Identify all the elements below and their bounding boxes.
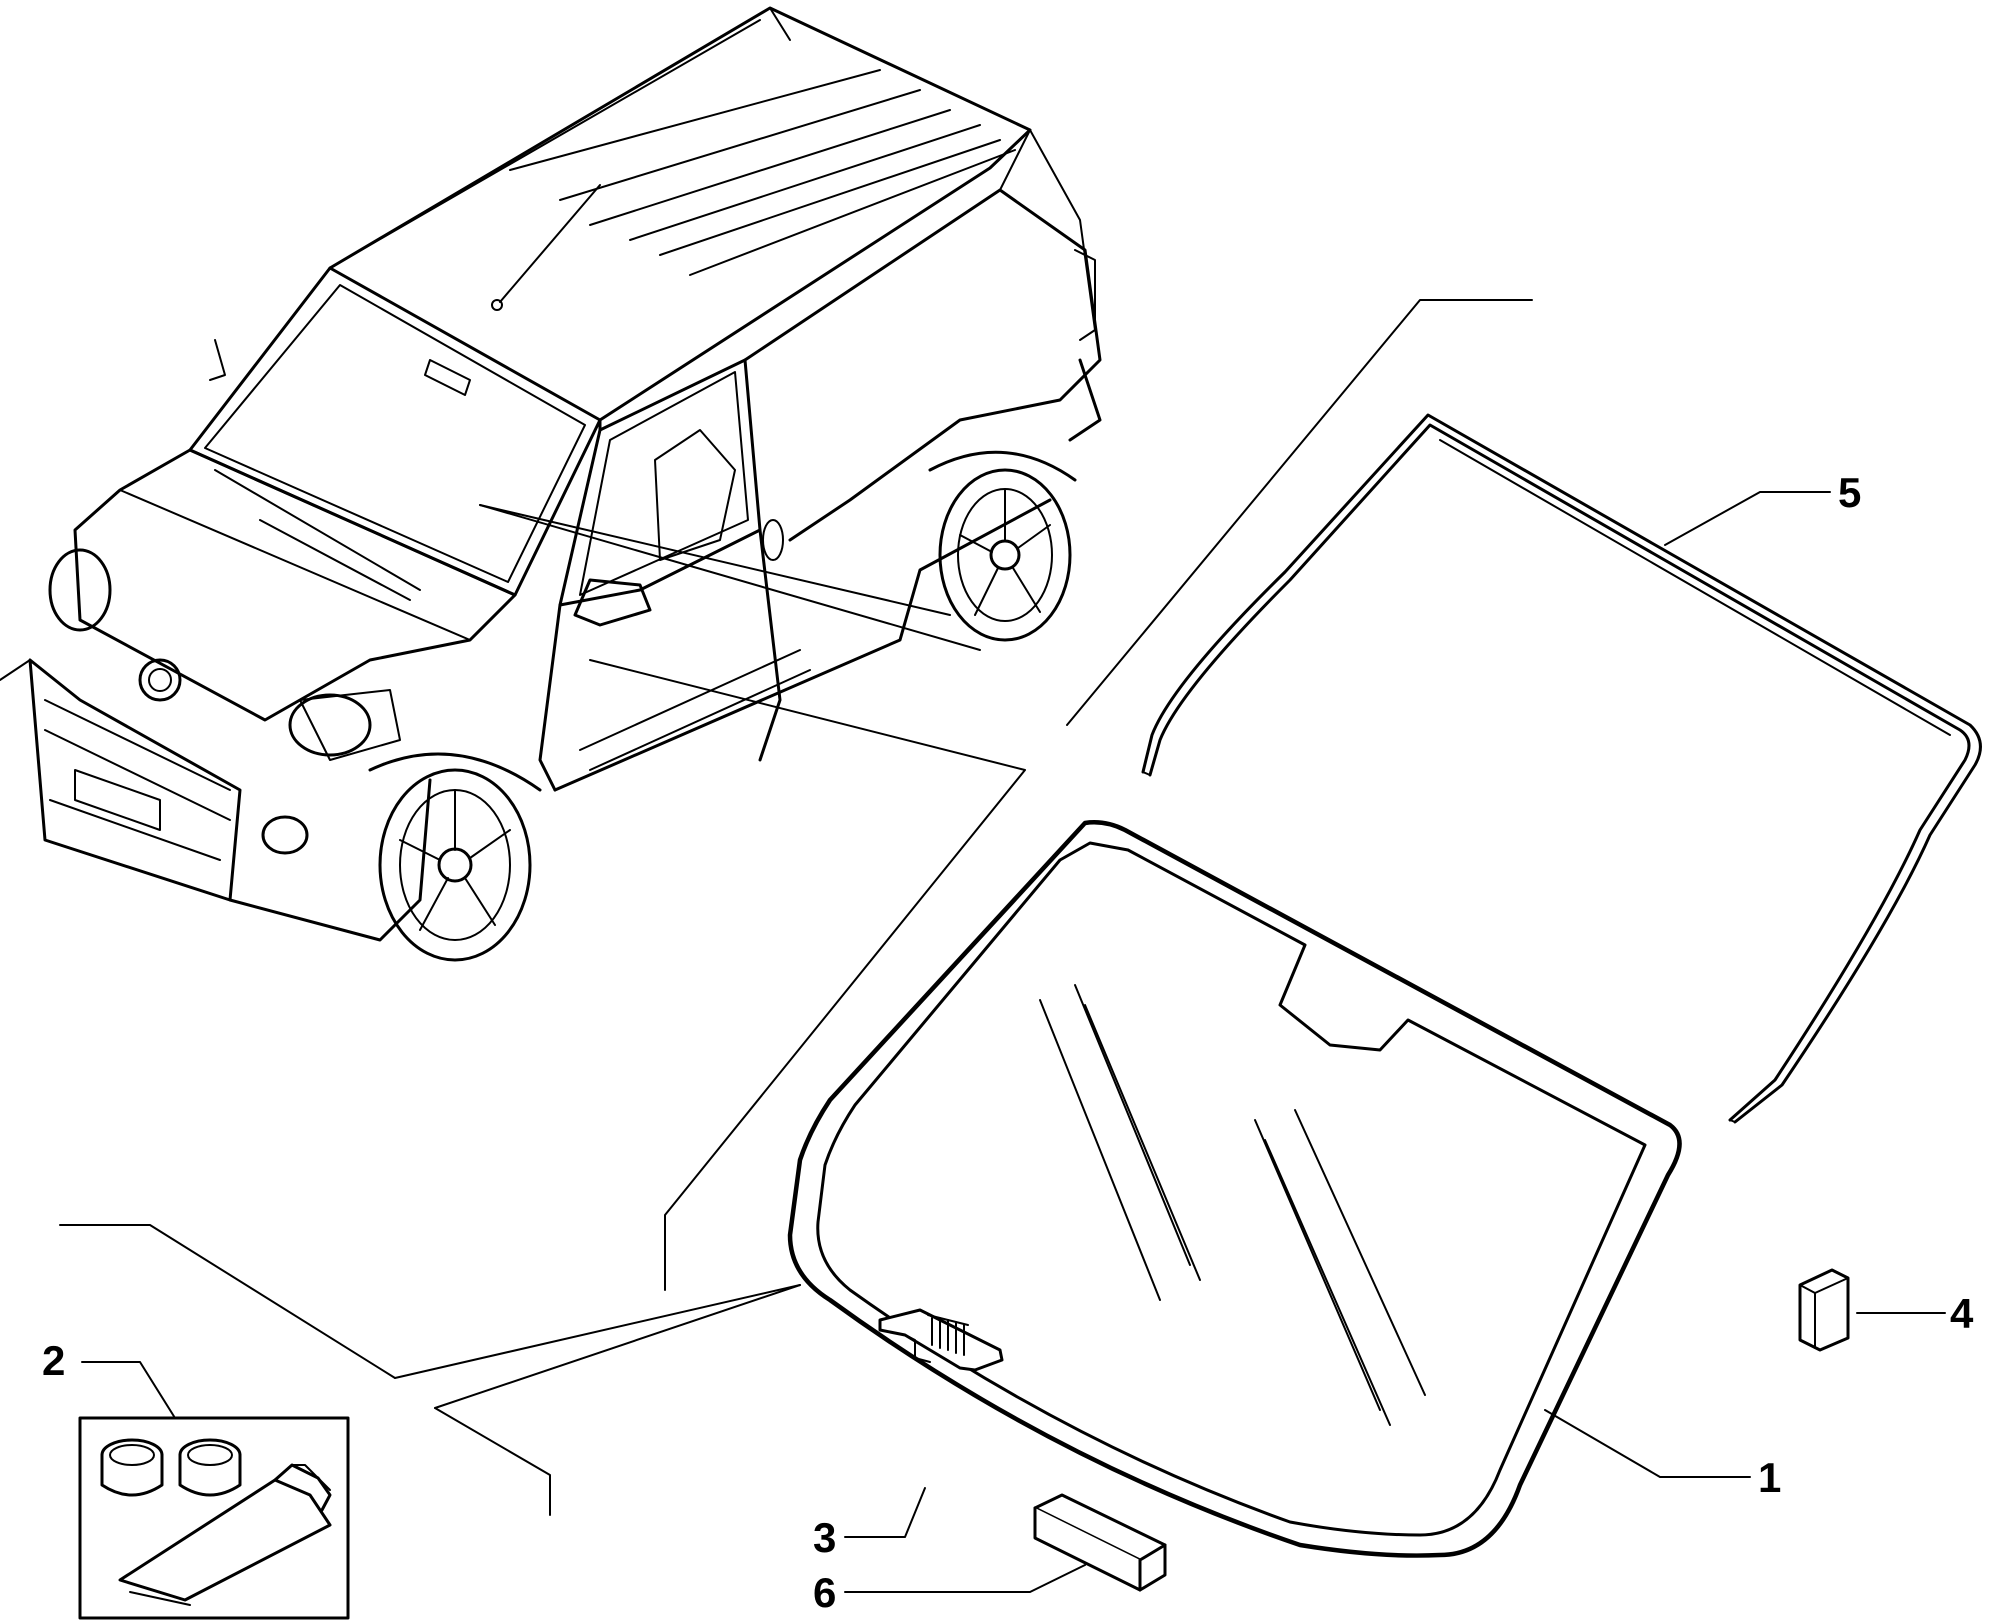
windshield-part (787, 820, 1682, 1558)
callout-5: 5 (1838, 469, 1861, 516)
seal-part (1141, 413, 1982, 1124)
adhesive-kit-part (78, 1416, 350, 1620)
leader-5 (1664, 491, 1831, 546)
clip-part (1798, 1268, 1850, 1352)
callout-6: 6 (813, 1569, 836, 1616)
leader-6 (844, 1564, 1086, 1593)
callout-2: 2 (42, 1337, 65, 1384)
callout-1: 1 (1758, 1454, 1781, 1501)
leader-lines (81, 491, 1946, 1593)
leader-2 (81, 1361, 176, 1419)
van-illustration (0, 6, 1102, 962)
leader-1 (1544, 1409, 1751, 1478)
van-pointer (479, 504, 981, 651)
callout-4: 4 (1950, 1290, 1974, 1337)
group-frame-lines (59, 299, 1533, 1516)
leader-3 (844, 1487, 926, 1538)
spacer-block-part (1033, 1493, 1167, 1592)
callout-3: 3 (813, 1514, 836, 1561)
mirror-bracket-part (878, 1308, 1004, 1372)
